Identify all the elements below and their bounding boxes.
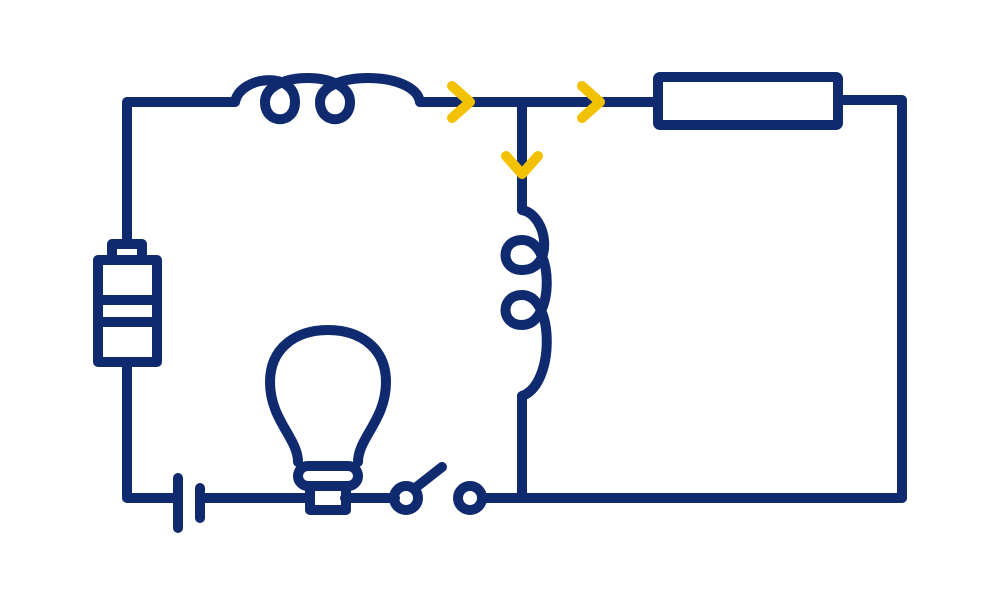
arrow-down-icon xyxy=(501,151,543,179)
fuse-icon xyxy=(93,239,162,367)
wire-left-lower xyxy=(122,357,183,503)
battery-cell-icon xyxy=(173,473,205,533)
arrow-right-icon xyxy=(577,81,605,123)
resistor-icon xyxy=(653,72,843,130)
current-arrows xyxy=(447,81,605,179)
wires xyxy=(122,95,907,503)
wire-top-right xyxy=(833,95,907,503)
inductor-coil-icon xyxy=(230,73,425,125)
light-bulb-icon xyxy=(265,325,391,515)
inductor-coil-icon xyxy=(500,205,552,401)
open-switch-icon xyxy=(389,462,487,515)
wire-top-left xyxy=(122,97,240,249)
arrow-right-icon xyxy=(447,81,475,123)
